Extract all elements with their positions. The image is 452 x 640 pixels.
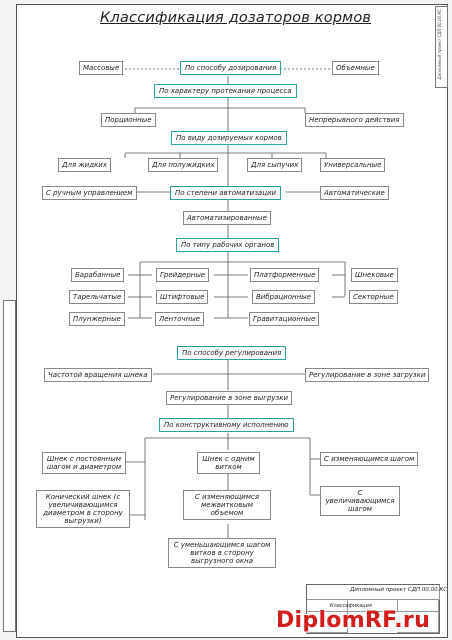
node-unloading-zone: Регулирование в зоне выгрузки — [166, 391, 293, 405]
node-plunger: Плунжерные — [69, 312, 125, 326]
node-liquid: Для жидких — [58, 158, 111, 172]
node-drum: Барабанные — [71, 268, 125, 282]
node-automatic: Автоматические — [320, 186, 389, 200]
node-volumetric: Объемные — [332, 61, 379, 75]
node-semi-liquid: Для полужидких — [148, 158, 219, 172]
header-regulation-method: По способу регулирования — [177, 346, 287, 360]
watermark: DiplomRF.ru — [276, 608, 431, 633]
node-variable-interturn: С изменяющимся межвитковым объемом — [183, 490, 271, 520]
title-block — [306, 584, 440, 634]
node-continuous: Непрерывного действия — [305, 113, 404, 127]
node-pin: Штифтовые — [156, 290, 209, 304]
node-automated: Автоматизированные — [183, 211, 271, 225]
node-screw: Шнековые — [351, 268, 398, 282]
node-constant-screw: Шнек с постоянным шагом и диаметром — [42, 452, 126, 474]
node-single-coil-screw: Шнек с одним витком — [197, 452, 260, 474]
left-margin-strip — [3, 300, 16, 632]
header-working-organs: По типу рабочих органов — [176, 238, 280, 252]
node-loading-zone: Регулирование в зоне загрузки — [305, 368, 430, 382]
node-mass: Массовые — [79, 61, 124, 75]
header-process-character: По характеру протекания процесса — [154, 84, 297, 98]
header-automation-degree: По степени автоматизации — [170, 186, 282, 200]
node-gravity: Гравитационные — [249, 312, 320, 326]
node-manual: С ручным управлением — [42, 186, 137, 200]
node-platform: Платформенные — [250, 268, 320, 282]
node-decreasing-pitch: С уменьшающимся шагом витков в сторону в… — [168, 538, 276, 568]
node-universal: Универсальные — [320, 158, 386, 172]
node-vibration: Вибрационные — [252, 290, 315, 304]
title-block-code: Дипломный проект СДП 00.00.КС — [350, 587, 448, 593]
node-plate: Тарельчатые — [69, 290, 126, 304]
header-dosing-method: По способу дозирования — [180, 61, 282, 75]
node-screw-speed: Частотой вращения шнека — [44, 368, 152, 382]
header-design: По конструктивному исполнению — [159, 418, 294, 432]
node-bulk: Для сыпучих — [247, 158, 303, 172]
diagram-title: Классификация дозаторов кормов — [100, 10, 372, 26]
node-variable-pitch: С изменяющимся шагом — [320, 452, 419, 466]
node-sector: Секторные — [349, 290, 398, 304]
title-block-name: Классификация — [330, 603, 372, 609]
header-feed-type: По виду дозируемых кормов — [171, 131, 287, 145]
node-conical-screw: Конический шнек (с увеличивающимся диаме… — [36, 490, 130, 528]
node-increasing-pitch: С увеличивающимся шагом — [320, 486, 400, 516]
node-belt: Ленточные — [155, 312, 205, 326]
node-grader: Грейдерные — [156, 268, 210, 282]
node-batch: Порционные — [101, 113, 156, 127]
top-corner-stamp: Дипломный проект СДП 00.00.КС — [435, 6, 448, 88]
